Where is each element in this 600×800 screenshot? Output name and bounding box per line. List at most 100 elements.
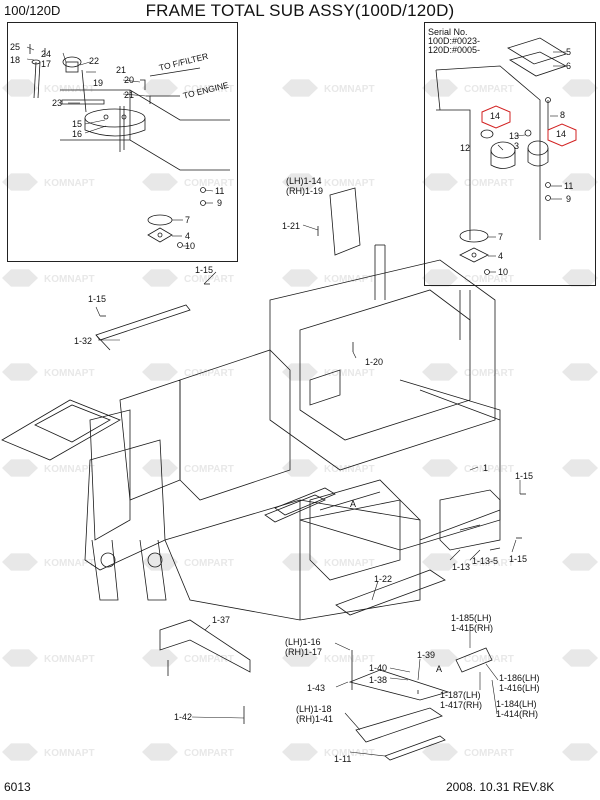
callout-rh-1-17: (RH)1-17 [285, 647, 323, 657]
watermark-text: COMPART [464, 558, 514, 569]
callout-1-15-left: 1-15 [88, 294, 107, 304]
watermark-logo [422, 269, 458, 287]
watermark-text: COMPART [464, 464, 514, 475]
page-number: 6013 [4, 780, 31, 794]
callout-15: 15 [72, 119, 83, 129]
callout-14-left: 14 [490, 111, 501, 121]
highlight-markers [481, 105, 577, 147]
left-detail-inset [7, 22, 238, 262]
callout-6: 6 [566, 61, 572, 71]
watermark-logo [282, 269, 318, 287]
right-detail-inset [424, 22, 596, 286]
callout-lh-1-18: (LH)1-18 [296, 704, 332, 714]
callout-1-40: 1-40 [369, 663, 388, 673]
callout-1-20: 1-20 [365, 357, 384, 367]
watermark-logo [282, 79, 318, 97]
callout-1-417-rh: 1-417(RH) [440, 700, 483, 710]
watermark-text: KOMNAPT [44, 84, 95, 95]
watermark-text: KOMNAPT [324, 464, 375, 475]
callout-1-414-rh: 1-414(RH) [496, 709, 539, 719]
callout-a-lower: A [436, 664, 443, 674]
callout-17: 17 [41, 59, 52, 69]
callout-19: 19 [93, 78, 104, 88]
callout-1-43: 1-43 [307, 683, 326, 693]
callout-rh-1-19: (RH)1-19 [286, 186, 324, 196]
callout-3: 3 [514, 141, 520, 151]
callout-24: 24 [41, 49, 52, 59]
callout-1-32: 1-32 [74, 336, 93, 346]
callout-a-upper: A [350, 499, 357, 509]
watermark-text: COMPART [184, 368, 234, 379]
watermark-logo [2, 649, 38, 667]
watermark-logo [142, 459, 178, 477]
watermark-text: COMPART [184, 464, 234, 475]
watermark-text: KOMNAPT [44, 178, 95, 189]
watermark-text: COMPART [184, 558, 234, 569]
watermark-logo [2, 459, 38, 477]
callout-18: 18 [10, 55, 21, 65]
callout-9-right: 9 [566, 194, 572, 204]
callout-10-right: 10 [498, 267, 509, 277]
watermark-logo [282, 743, 318, 761]
watermark-logo [142, 79, 178, 97]
callout-23: 23 [52, 98, 63, 108]
page-title: FRAME TOTAL SUB ASSY(100D/120D) [145, 1, 455, 20]
callout-1-13: 1-13 [452, 562, 471, 572]
callout-1-186-lh: 1-186(LH) [499, 673, 540, 683]
watermark-text: COMPART [184, 748, 234, 759]
watermark-text: KOMNAPT [324, 748, 375, 759]
callout-4-left: 4 [185, 231, 191, 241]
callout-1-21: 1-21 [282, 221, 301, 231]
callout-21-a: 21 [116, 65, 127, 75]
watermark-logo [422, 173, 458, 191]
callout-1-39: 1-39 [417, 650, 436, 660]
watermark-logo [142, 269, 178, 287]
watermark-logo [142, 649, 178, 667]
watermark-text: COMPART [464, 748, 514, 759]
callout-4-right: 4 [498, 251, 504, 261]
callout-14-right: 14 [556, 129, 567, 139]
callout-rh-1-41: (RH)1-41 [296, 714, 334, 724]
watermark-logo [2, 363, 38, 381]
watermark-logo [562, 79, 598, 97]
watermark-text: KOMNAPT [324, 654, 375, 665]
main-frame-body [1, 187, 526, 761]
watermark-logo [142, 553, 178, 571]
callout-1-416-lh: 1-416(LH) [499, 683, 540, 693]
watermark-text: KOMNAPT [44, 274, 95, 285]
callout-1-187-lh: 1-187(LH) [440, 690, 481, 700]
watermark-text: KOMNAPT [44, 464, 95, 475]
model-label: 100/120D [4, 3, 61, 18]
callout-11-left: 11 [215, 186, 225, 196]
callout-lh-1-14: (LH)1-14 [286, 176, 322, 186]
watermark-logo [2, 79, 38, 97]
callout-1-22: 1-22 [374, 574, 393, 584]
callout-1-13-5: 1-13-5 [472, 556, 499, 566]
watermark-logo [2, 269, 38, 287]
watermark-logo [562, 649, 598, 667]
watermark-text: KOMNAPT [324, 178, 375, 189]
callout-25: 25 [10, 42, 21, 52]
watermark-text: KOMNAPT [44, 368, 95, 379]
callout-16: 16 [72, 129, 83, 139]
highlight-hexagon-14-left [481, 105, 511, 129]
callout-5: 5 [566, 47, 572, 57]
watermark-text: COMPART [464, 368, 514, 379]
callout-1-42: 1-42 [174, 712, 193, 722]
callout-10-left: 10 [185, 241, 196, 251]
callout-1-15-lower: 1-15 [509, 554, 528, 564]
callout-13: 13 [509, 131, 520, 141]
watermark-text: COMPART [464, 178, 514, 189]
fuel-tank-cap-assembly [29, 44, 230, 171]
watermark-text: KOMNAPT [324, 558, 375, 569]
callout-21-b: 21 [124, 90, 135, 100]
watermark-logo [2, 173, 38, 191]
watermark-logo [282, 173, 318, 191]
watermark-logo [422, 459, 458, 477]
watermark-logo [142, 363, 178, 381]
callout-20: 20 [124, 75, 135, 85]
watermark-logo [282, 649, 318, 667]
watermark-text: KOMNAPT [324, 368, 375, 379]
callout-1: 1 [483, 463, 489, 473]
callout-22: 22 [89, 56, 100, 66]
